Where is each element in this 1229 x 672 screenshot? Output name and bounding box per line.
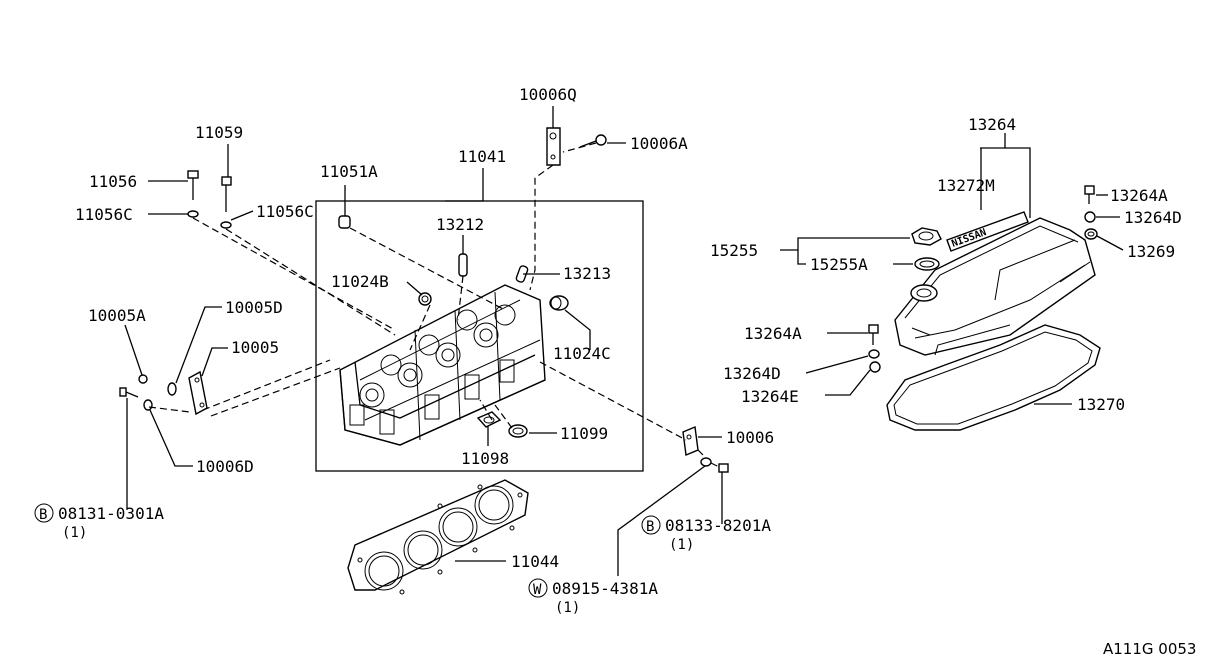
label-11056C-right: 11056C (256, 202, 314, 221)
washer-symbol-08915: W (528, 578, 548, 598)
label-11056: 11056 (89, 172, 137, 191)
washer-10006D (143, 399, 153, 411)
label-13264A-top: 13264A (1110, 186, 1168, 205)
seal-11098 (476, 411, 502, 428)
bolt-symbol-letter: B (39, 507, 47, 523)
label-10005A: 10005A (88, 306, 146, 325)
label-13272M: 13272M (937, 176, 995, 195)
label-11044: 11044 (511, 552, 559, 571)
valve-cover-13264 (894, 217, 1096, 356)
label-08131-qty: (1) (62, 525, 87, 541)
cap-seal-15255A (914, 257, 940, 271)
stud-11059 (221, 176, 232, 212)
label-10005D: 10005D (225, 298, 283, 317)
label-10006D: 10006D (196, 457, 254, 476)
seal-13269 (1084, 228, 1098, 240)
label-11024C: 11024C (553, 344, 611, 363)
label-13264D-top: 13264D (1124, 208, 1182, 227)
label-10006A: 10006A (630, 134, 688, 153)
bolt-symbol-08131: B (34, 503, 54, 523)
label-15255A: 15255A (810, 255, 868, 274)
washer-08915 (700, 457, 712, 467)
hanger-10005 (188, 370, 208, 416)
hanger-10006Q (546, 127, 561, 166)
bolt-10006A (579, 134, 607, 148)
washer-13264D-top (1084, 211, 1096, 223)
bolt-13264A-top (1084, 185, 1095, 204)
plug-11024B (418, 292, 432, 306)
label-13269: 13269 (1127, 242, 1175, 261)
washer-11056C-right (220, 221, 232, 229)
washer-10005D (167, 382, 177, 396)
label-08133-8201A: 08133-8201A (665, 516, 771, 535)
head-gasket-11044 (347, 479, 529, 595)
plug-11051A (338, 215, 351, 229)
hanger-10006 (682, 426, 699, 456)
label-10005: 10005 (231, 338, 279, 357)
bolt-symbol-08133: B (641, 515, 661, 535)
washer-13264E (869, 361, 881, 373)
bolt-08133 (718, 463, 729, 473)
label-11098: 11098 (461, 449, 509, 468)
seal-11099 (508, 424, 528, 438)
bolt-08131 (119, 387, 139, 398)
label-08131-0301A: 08131-0301A (58, 504, 164, 523)
label-08915-4381A: 08915-4381A (552, 579, 658, 598)
label-13264D-mid: 13264D (723, 364, 781, 383)
cover-gasket-13270 (886, 324, 1101, 431)
label-11099: 11099 (560, 424, 608, 443)
bolt-10005A (138, 374, 148, 384)
leader-lines (124, 106, 1124, 576)
washer-symbol-letter: W (533, 582, 542, 598)
bolt-symbol-letter: B (646, 519, 654, 535)
bolt-11056 (187, 170, 199, 200)
washer-11056C-left (187, 210, 199, 218)
label-13264E: 13264E (741, 387, 799, 406)
label-15255: 15255 (710, 241, 758, 260)
oil-cap-15255 (911, 227, 942, 246)
label-13264: 13264 (968, 115, 1016, 134)
label-13212: 13212 (436, 215, 484, 234)
bolt-13264A-mid (868, 324, 879, 345)
valve-guide-13213 (515, 265, 529, 283)
label-11051A: 11051A (320, 162, 378, 181)
assembly-lines (148, 142, 720, 468)
cylinder-head (339, 284, 546, 446)
label-13264A-mid: 13264A (744, 324, 802, 343)
label-11024B: 11024B (331, 272, 389, 291)
figure-code: A111G 0053 (1103, 640, 1196, 658)
label-11041: 11041 (458, 147, 506, 166)
washer-13264D-mid (868, 349, 880, 359)
label-11059: 11059 (195, 123, 243, 142)
label-10006Q: 10006Q (519, 85, 577, 104)
label-08133-qty: (1) (669, 537, 694, 553)
label-11056C-left: 11056C (75, 205, 133, 224)
label-13213: 13213 (563, 264, 611, 283)
valve-guide-13212 (458, 253, 468, 277)
label-13270: 13270 (1077, 395, 1125, 414)
label-08915-qty: (1) (555, 600, 580, 616)
plug-11024C (549, 295, 569, 311)
label-10006: 10006 (726, 428, 774, 447)
oil-filler-neck (910, 284, 938, 302)
